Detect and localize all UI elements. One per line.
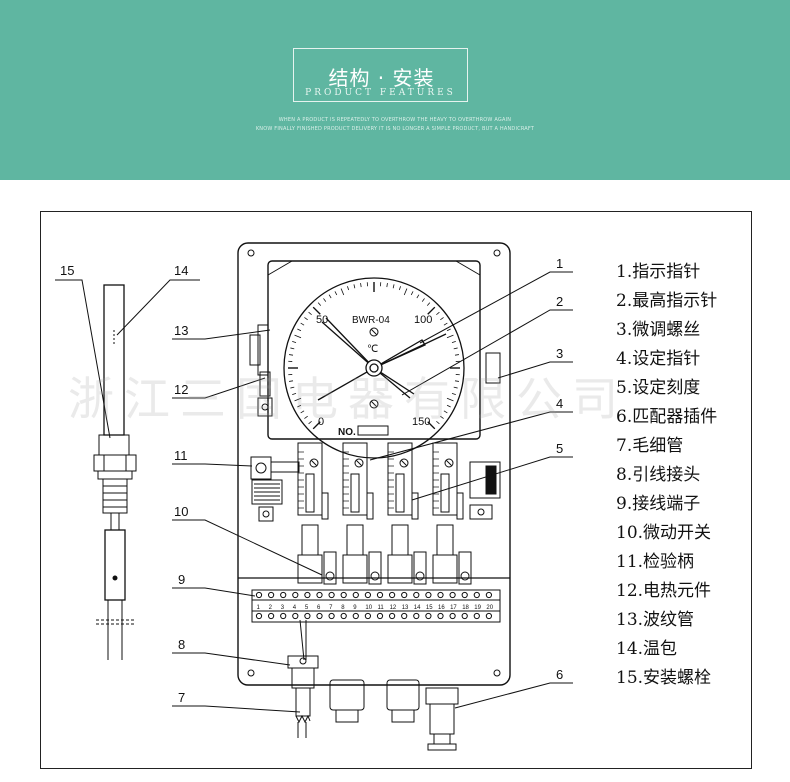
callout-4: 4 — [556, 396, 563, 411]
callout-10: 10 — [174, 504, 188, 519]
setting-modules — [297, 442, 472, 585]
legend-item-1: 1.指示指针 — [616, 262, 701, 282]
callout-6: 6 — [556, 667, 563, 682]
terminal-number: 7 — [329, 605, 333, 611]
dial-number-100: 100 — [414, 314, 432, 326]
callout-13: 13 — [174, 323, 188, 338]
tagline-line-1: WHEN A PRODUCT IS REPEATEDLY TO OVERTHRO… — [278, 117, 512, 123]
electric-heater — [257, 371, 273, 417]
legend-item-7: 7.毛细管 — [616, 436, 684, 456]
legend-item-13: 13.波纹管 — [616, 610, 695, 630]
celsius-label: ℃ — [367, 344, 378, 355]
terminal-number: 17 — [450, 605, 457, 611]
housing — [237, 242, 511, 686]
terminal-number: 20 — [486, 605, 493, 611]
legend-item-3: 3.微调螺丝 — [616, 320, 701, 340]
legend-item-14: 14.温包 — [616, 639, 678, 659]
terminal-number: 8 — [341, 605, 345, 611]
pointers — [317, 317, 447, 401]
tagline-line-2: KNOW FINALLY FINISHED PRODUCT DELIVERY I… — [255, 126, 535, 132]
dial-number-50: 50 — [316, 314, 328, 326]
dial-number-150: 150 — [412, 416, 430, 428]
diagram-frame — [40, 211, 752, 769]
dial-number-0: 0 — [318, 416, 324, 428]
section-subtitle: PRODUCT FEATURES — [305, 88, 456, 98]
right-clamp — [469, 461, 501, 520]
callout-5: 5 — [556, 441, 563, 456]
terminal-number: 4 — [293, 605, 297, 611]
legend-item-15: 15.安装螺栓 — [616, 668, 712, 688]
terminal-number: 10 — [365, 605, 372, 611]
terminal-number: 2 — [269, 605, 273, 611]
header-banner: 结构 · 安装 PRODUCT FEATURES WHEN A PRODUCT … — [0, 0, 790, 180]
legend-item-5: 5.设定刻度 — [616, 378, 701, 398]
terminal-number: 16 — [438, 605, 445, 611]
legend-item-2: 2.最高指示针 — [616, 291, 718, 311]
terminal-number: 18 — [462, 605, 469, 611]
terminal-number: 19 — [474, 605, 481, 611]
callout-15: 15 — [60, 263, 74, 278]
terminal-number: 1 — [257, 605, 261, 611]
capillary-tube-left — [96, 513, 134, 660]
dial — [283, 277, 465, 459]
bellows — [249, 324, 269, 376]
terminal-number: 13 — [402, 605, 409, 611]
callout-2: 2 — [556, 294, 563, 309]
terminal-number: 11 — [378, 605, 385, 611]
terminal-number: 5 — [305, 605, 309, 611]
section-title: 结构 · 安装 — [328, 66, 435, 90]
callout-11: 11 — [174, 448, 188, 463]
test-handle — [250, 456, 300, 522]
legend-item-6: 6.匹配器插件 — [616, 407, 718, 427]
callout-1: 1 — [556, 256, 563, 271]
terminal-number: 15 — [426, 605, 433, 611]
callout-9: 9 — [178, 572, 185, 587]
lead-connector — [287, 655, 319, 738]
terminal-number: 14 — [414, 605, 421, 611]
leader-lines — [55, 271, 573, 713]
cable-glands — [299, 619, 420, 723]
terminal-number: 6 — [317, 605, 321, 611]
legend-item-11: 11.检验柄 — [616, 552, 695, 572]
callout-8: 8 — [178, 637, 185, 652]
parts-legend: 1.指示指针 2.最高指示针 3.微调螺丝 4.设定指针 5.设定刻度 6.匹配… — [616, 260, 717, 695]
serial-no-label: NO. — [338, 427, 356, 438]
terminal-number: 12 — [390, 605, 397, 611]
title-frame: 结构 · 安装 — [293, 48, 468, 102]
terminal-number: 9 — [353, 605, 357, 611]
legend-item-10: 10.微动开关 — [616, 523, 712, 543]
callout-7: 7 — [178, 690, 185, 705]
legend-item-8: 8.引线接头 — [616, 465, 701, 485]
callout-12: 12 — [174, 382, 188, 397]
callout-3: 3 — [556, 346, 563, 361]
temperature-bulb — [103, 284, 125, 436]
legend-item-9: 9.接线端子 — [616, 494, 701, 514]
legend-item-12: 12.电热元件 — [616, 581, 712, 601]
terminal-number: 3 — [281, 605, 285, 611]
legend-item-4: 4.设定指针 — [616, 349, 701, 369]
callout-14: 14 — [174, 263, 188, 278]
adapter-plug — [425, 687, 459, 751]
dial-model-label: BWR-04 — [352, 315, 390, 326]
mounting-bolt — [93, 434, 137, 514]
